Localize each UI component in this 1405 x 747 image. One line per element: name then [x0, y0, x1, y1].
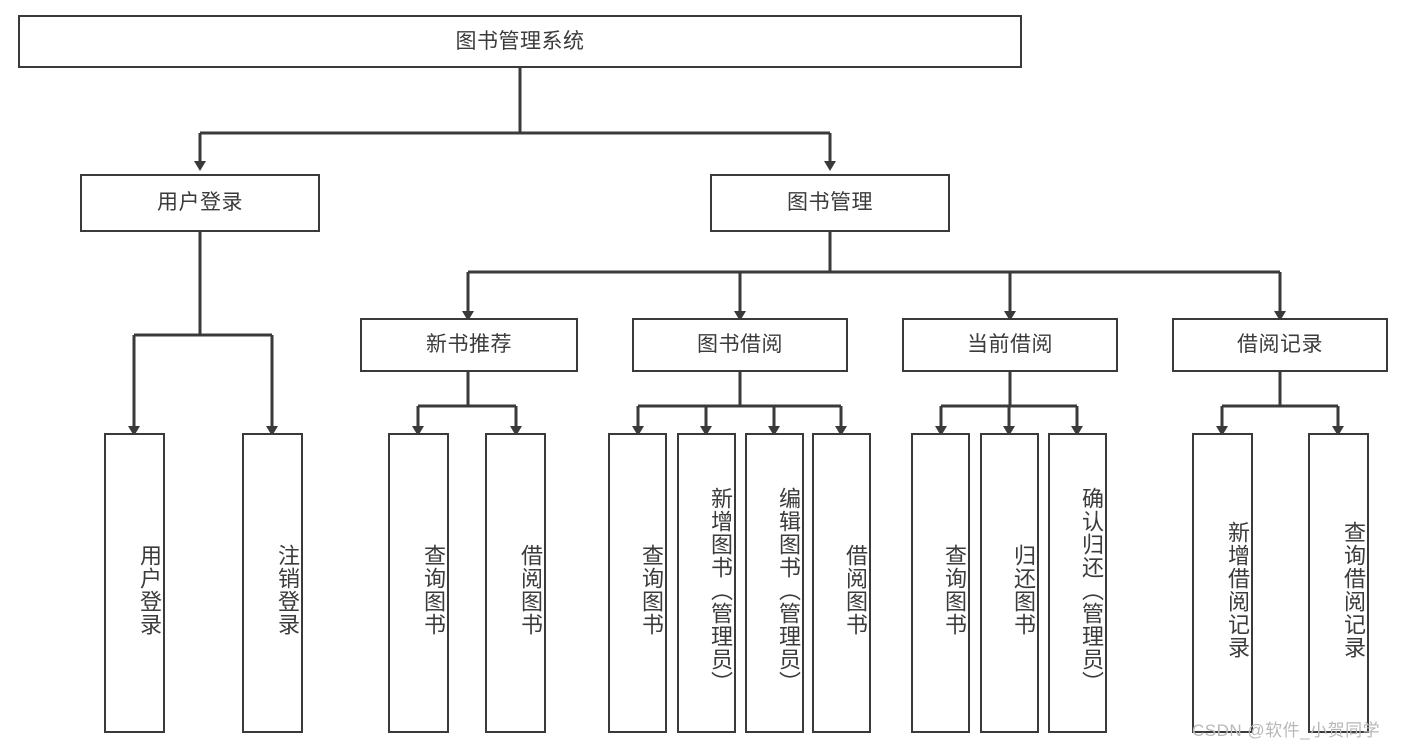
node-label: 图书管理系统: [455, 29, 585, 53]
node-leaf-query-book-borrow[interactable]: 查询图书: [608, 433, 667, 733]
node-label: 当前借阅: [967, 333, 1053, 357]
node-label: 图书借阅: [697, 333, 783, 357]
node-new-book-recommend[interactable]: 新书推荐: [360, 318, 578, 372]
node-label: 借阅图书: [843, 544, 868, 636]
node-leaf-query-book-current[interactable]: 查询图书: [911, 433, 970, 733]
node-label: 借阅图书: [518, 544, 543, 636]
node-label: 用户登录: [137, 544, 162, 636]
node-label: 图书管理: [787, 191, 873, 215]
node-label: 新增图书（管理员）: [708, 486, 733, 694]
node-leaf-logout[interactable]: 注销登录: [242, 433, 303, 733]
node-leaf-add-book-admin[interactable]: 新增图书（管理员）: [677, 433, 736, 733]
node-label: 新书推荐: [426, 333, 512, 357]
node-leaf-edit-book-admin[interactable]: 编辑图书（管理员）: [745, 433, 804, 733]
node-label: 查询图书: [942, 544, 967, 636]
node-label: 查询图书: [421, 544, 446, 636]
node-label: 用户登录: [157, 191, 243, 215]
node-leaf-user-login[interactable]: 用户登录: [104, 433, 165, 733]
node-label: 注销登录: [275, 544, 300, 636]
node-leaf-query-book-recommend[interactable]: 查询图书: [388, 433, 449, 733]
node-book-borrow[interactable]: 图书借阅: [632, 318, 848, 372]
node-book-management[interactable]: 图书管理: [710, 174, 950, 232]
node-label: 新增借阅记录: [1225, 521, 1250, 659]
node-leaf-query-borrow-record[interactable]: 查询借阅记录: [1308, 433, 1369, 733]
node-label: 确认归还（管理员）: [1079, 486, 1104, 694]
node-label: 查询图书: [639, 544, 664, 636]
node-leaf-return-book[interactable]: 归还图书: [980, 433, 1039, 733]
watermark-text: CSDN @软件_小贺同学: [1192, 721, 1381, 740]
node-label: 查询借阅记录: [1341, 521, 1366, 659]
node-label: 借阅记录: [1237, 333, 1323, 357]
node-leaf-borrow-book-recommend[interactable]: 借阅图书: [485, 433, 546, 733]
node-label: 编辑图书（管理员）: [776, 486, 801, 694]
node-current-borrow[interactable]: 当前借阅: [902, 318, 1118, 372]
node-leaf-confirm-return-admin[interactable]: 确认归还（管理员）: [1048, 433, 1107, 733]
node-leaf-add-borrow-record[interactable]: 新增借阅记录: [1192, 433, 1253, 733]
node-borrow-record[interactable]: 借阅记录: [1172, 318, 1388, 372]
node-leaf-borrow-book[interactable]: 借阅图书: [812, 433, 871, 733]
node-user-login[interactable]: 用户登录: [80, 174, 320, 232]
node-root-system[interactable]: 图书管理系统: [18, 15, 1022, 68]
node-label: 归还图书: [1011, 544, 1036, 636]
